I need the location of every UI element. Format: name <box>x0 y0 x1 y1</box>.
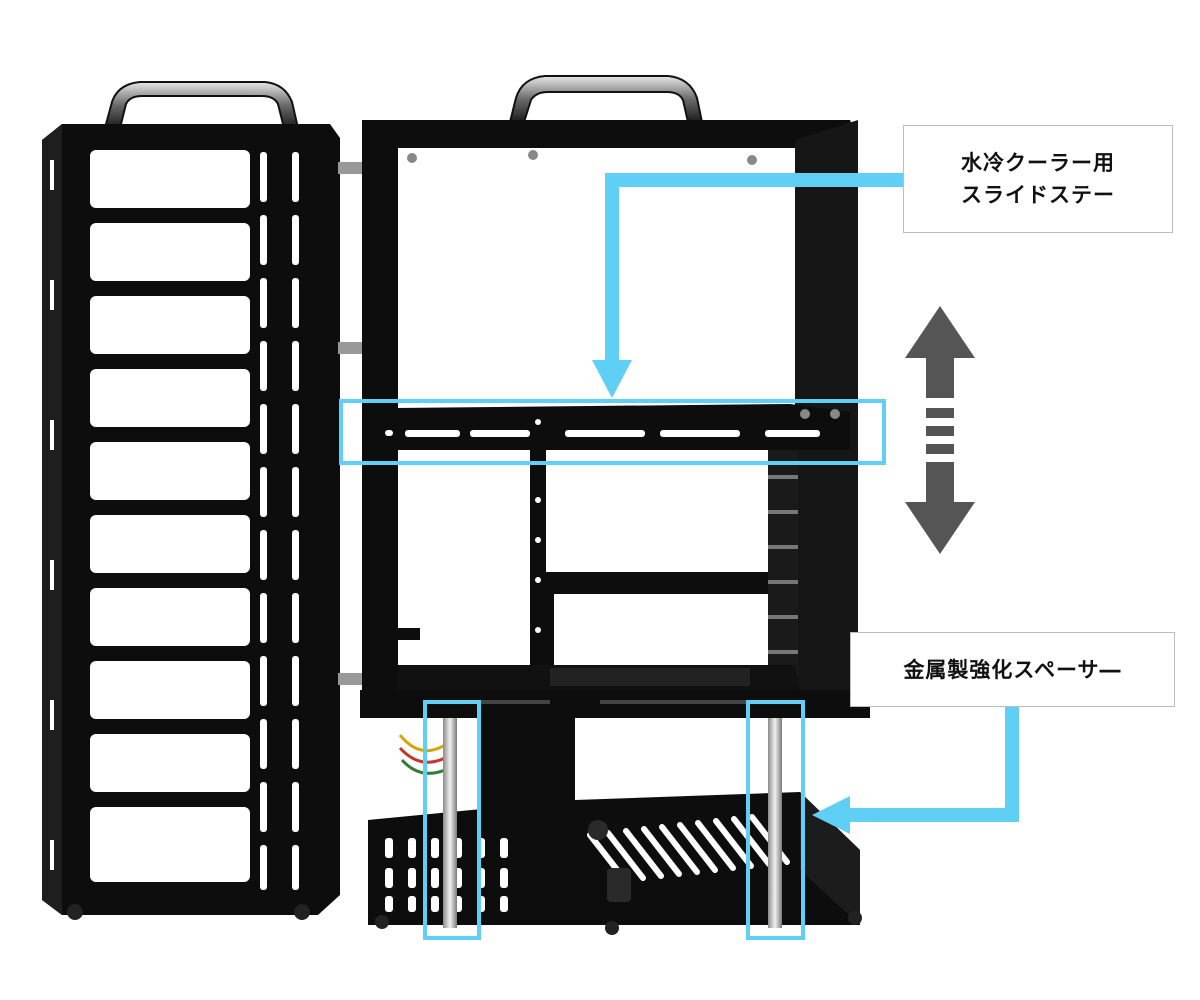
callout-line-1: 水冷クーラー用 <box>961 151 1115 175</box>
up-down-arrow-icon <box>905 306 975 554</box>
callout-arrow-icon <box>592 173 905 398</box>
callout-label: 金属製強化スペーサ― <box>903 657 1122 682</box>
water-cooler-stay-callout: 水冷クーラー用 スライドステー <box>903 125 1173 233</box>
slide-stay <box>362 404 850 450</box>
slide-stay-highlight <box>339 399 886 465</box>
spacer-rod-right <box>768 718 782 928</box>
metal-spacer-callout: 金属製強化スペーサ― <box>850 632 1175 707</box>
spacer-rod-left <box>443 718 457 928</box>
handle-icon <box>508 75 704 123</box>
callout-arrow-icon <box>812 706 1019 834</box>
side-panel <box>42 81 362 920</box>
lower-chamber <box>368 718 862 935</box>
handle-icon <box>103 81 300 129</box>
spacer-highlight-right <box>746 700 805 940</box>
spacer-highlight-left <box>423 700 481 940</box>
callout-line-2: スライドステー <box>961 183 1115 207</box>
main-chassis <box>360 75 870 718</box>
